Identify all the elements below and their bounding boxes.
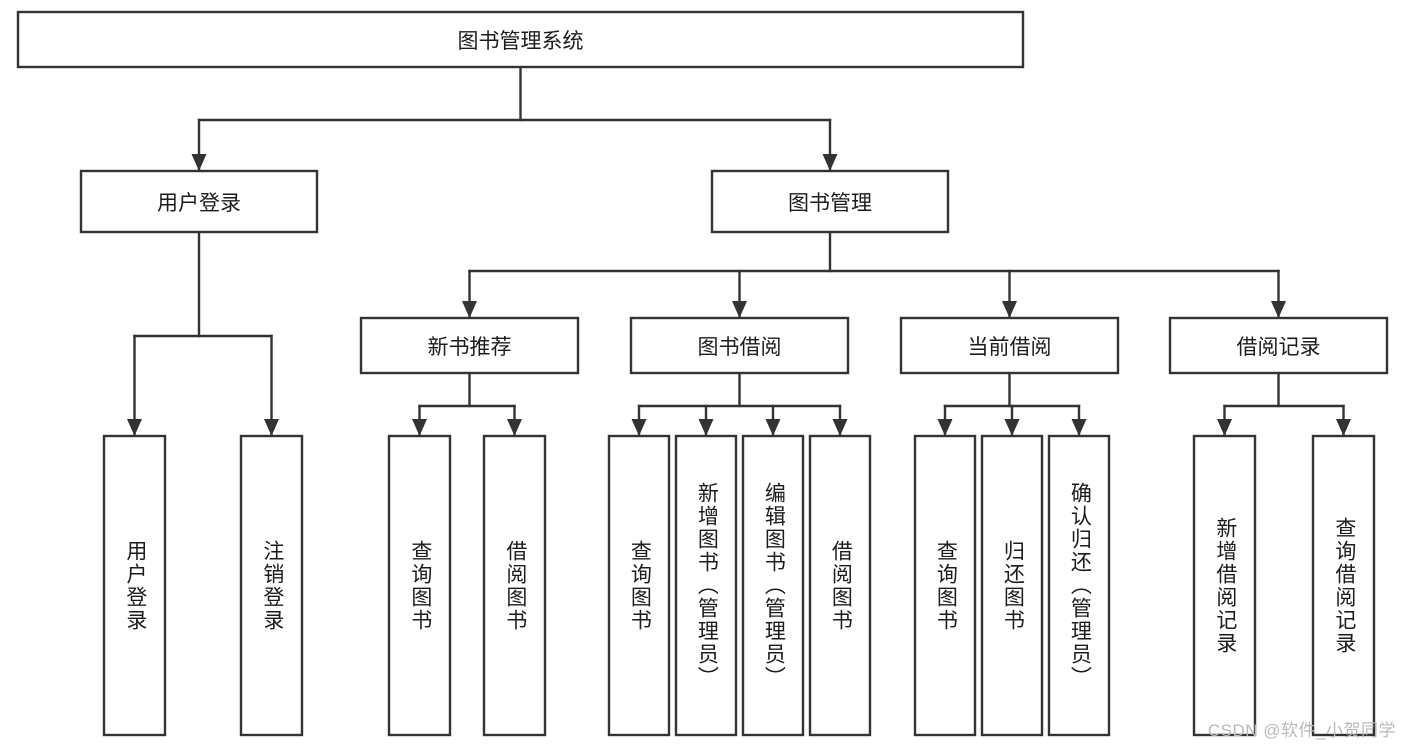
arrow-head-icon: [832, 419, 848, 436]
arrow-head-icon: [1002, 301, 1017, 318]
arrow-head-icon: [631, 419, 647, 436]
arrow-head-icon: [1004, 419, 1020, 436]
node-box-leaf-user-login[interactable]: [102, 434, 167, 737]
arrow-head-icon: [765, 419, 781, 436]
node-box-leaf-query-book-borrow[interactable]: [607, 434, 671, 737]
arrow-head-icon: [732, 301, 747, 318]
node-box-leaf-return-book[interactable]: [980, 434, 1044, 737]
node-box-leaf-confirm-return[interactable]: [1047, 434, 1111, 737]
node-box-leaf-query-borrow-record[interactable]: [1311, 434, 1376, 737]
arrow-head-icon: [698, 419, 714, 436]
node-box-new-book-recommend[interactable]: [359, 316, 580, 375]
node-box-leaf-query-book-current[interactable]: [913, 434, 977, 737]
node-box-leaf-logout[interactable]: [239, 434, 304, 737]
node-box-leaf-borrow-book[interactable]: [808, 434, 872, 737]
arrow-head-icon: [462, 301, 477, 318]
node-box-book-management[interactable]: [710, 169, 950, 234]
node-box-root[interactable]: [16, 10, 1025, 69]
arrow-head-icon: [412, 419, 427, 436]
node-box-leaf-borrow-book-recommend[interactable]: [482, 434, 547, 737]
arrow-head-icon: [937, 419, 953, 436]
arrow-head-icon: [1217, 419, 1232, 436]
node-box-leaf-query-book-recommend[interactable]: [387, 434, 452, 737]
node-box-user-login[interactable]: [79, 169, 319, 234]
node-box-current-borrow[interactable]: [899, 316, 1120, 375]
arrow-head-icon: [1336, 419, 1351, 436]
arrow-head-icon: [127, 419, 142, 436]
node-box-leaf-add-book[interactable]: [674, 434, 738, 737]
arrow-head-icon: [191, 154, 207, 171]
node-box-book-borrow[interactable]: [629, 316, 850, 375]
node-box-layer: [16, 10, 1389, 737]
csdn-watermark: CSDN @软件_小贺同学: [1207, 721, 1396, 740]
arrow-head-icon: [1271, 301, 1286, 318]
arrow-head-icon: [1071, 419, 1087, 436]
node-box-leaf-edit-book[interactable]: [741, 434, 805, 737]
arrow-head-icon: [264, 419, 279, 436]
node-box-borrow-records[interactable]: [1168, 316, 1389, 375]
node-box-leaf-add-borrow-record[interactable]: [1192, 434, 1257, 737]
arrow-head-icon: [822, 154, 838, 171]
arrow-head-icon: [507, 419, 522, 436]
connector-layer: [127, 65, 1351, 437]
